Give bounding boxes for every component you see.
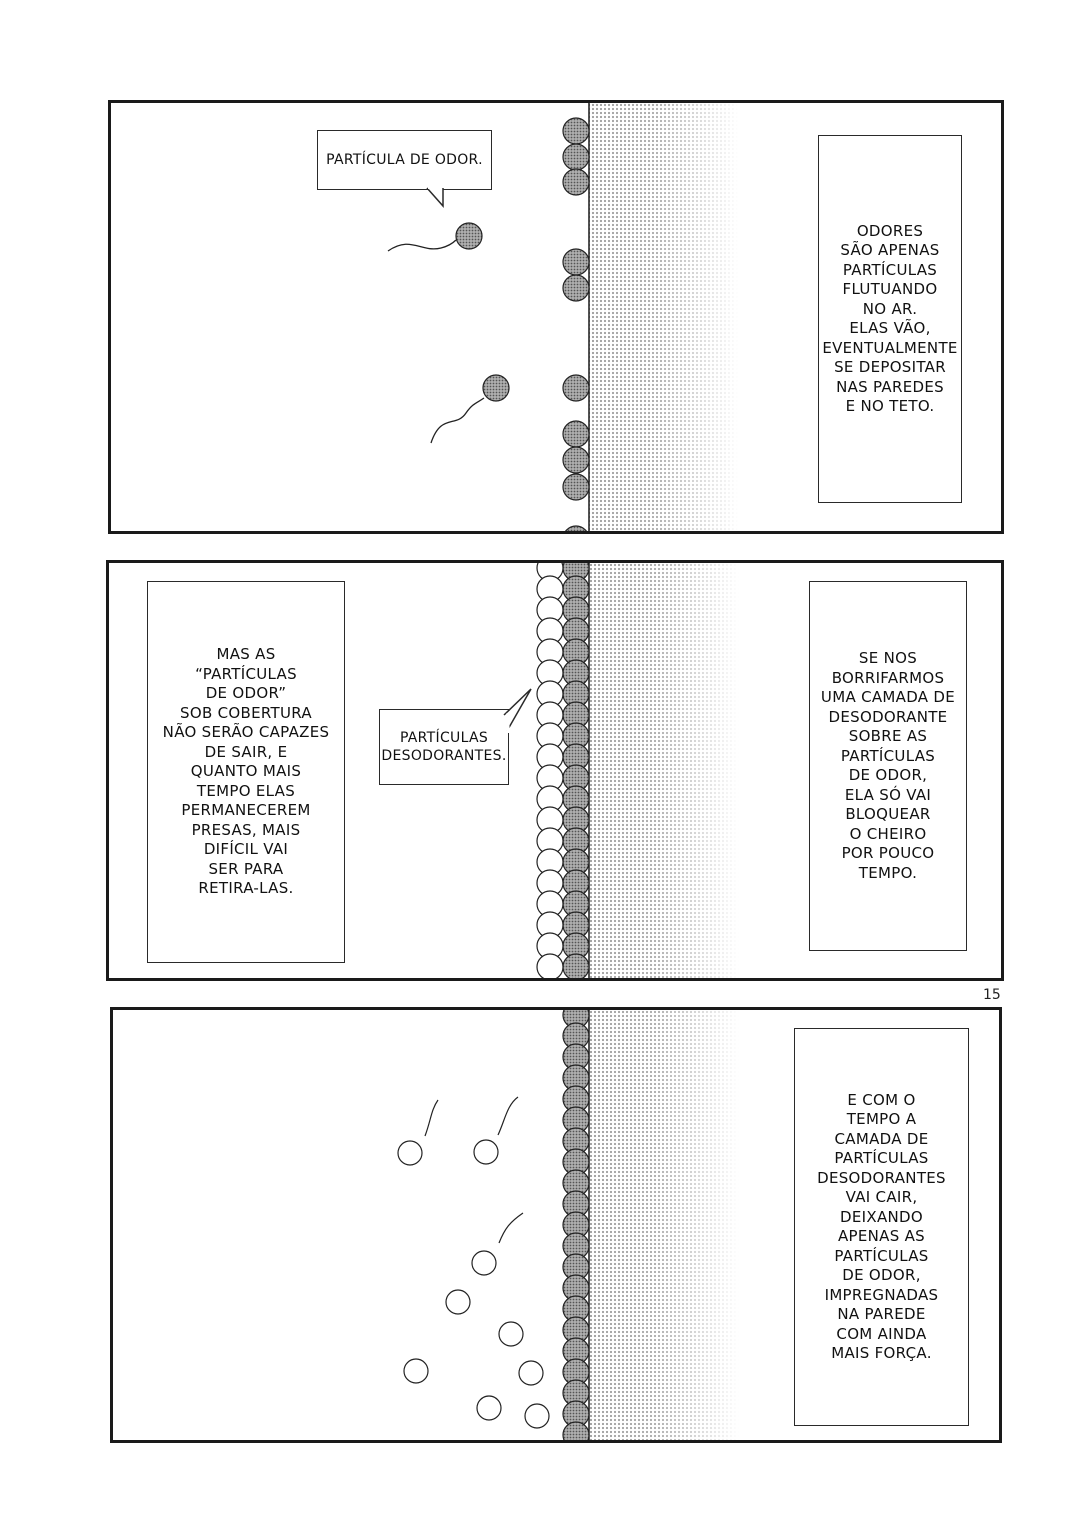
- falling-deodorant-particle: [473, 1139, 499, 1165]
- odor-particle: [562, 248, 590, 276]
- odor-particle: [562, 953, 590, 978]
- falling-deodorant-particle: [445, 1289, 471, 1315]
- falling-deodorant-particle: [471, 1250, 497, 1276]
- odor-particle: [562, 117, 590, 145]
- panel-1-art: [387, 103, 739, 531]
- page-number: 15: [983, 987, 1001, 1003]
- panel-2-art: [536, 563, 739, 978]
- odor-particle: [562, 374, 590, 402]
- odor-particle: [562, 168, 590, 196]
- wall-odor-particles: [562, 1010, 590, 1440]
- odor-particle: [562, 420, 590, 448]
- wall-odor-particles: [562, 563, 590, 978]
- narration-caption-box: E COM O TEMPO A CAMADA DE PARTÍCULAS DES…: [794, 1028, 969, 1426]
- falling-deodorant-particle: [476, 1395, 502, 1421]
- odor-particle: [562, 274, 590, 302]
- speech-bubble-text: PARTÍCULAS DESODORANTES.: [381, 730, 507, 764]
- floating-odor-particle: [430, 374, 510, 444]
- narration-caption-text: ODORES SÃO APENAS PARTÍCULAS FLUTUANDO N…: [822, 221, 958, 416]
- deodorant-particle: [536, 953, 564, 978]
- panel-1: PARTÍCULA DE ODOR. ODORES SÃO APENAS PAR…: [108, 100, 1004, 534]
- panel-3: E COM O TEMPO A CAMADA DE PARTÍCULAS DES…: [110, 1007, 1002, 1443]
- panel-3-art: [397, 1010, 739, 1440]
- speech-bubble-deodorant-particles: PARTÍCULAS DESODORANTES.: [379, 709, 509, 785]
- wall-odor-particles: [562, 117, 590, 531]
- falling-deodorant-particles: [397, 1096, 550, 1429]
- narration-caption-left-text: MAS AS “PARTÍCULAS DE ODOR” SOB COBERTUR…: [162, 645, 330, 898]
- speech-bubble-odor-particle: PARTÍCULA DE ODOR.: [317, 130, 492, 190]
- narration-caption-box: ODORES SÃO APENAS PARTÍCULAS FLUTUANDO N…: [818, 135, 962, 503]
- deodorant-particle-layer: [536, 563, 564, 978]
- falling-deodorant-particle: [524, 1403, 550, 1429]
- falling-deodorant-particle: [498, 1321, 524, 1347]
- speech-bubble-text: PARTÍCULA DE ODOR.: [326, 152, 483, 168]
- odor-particle: [562, 1421, 590, 1440]
- odor-particle: [562, 473, 590, 501]
- odor-particle: [565, 525, 587, 531]
- odor-particle: [562, 446, 590, 474]
- falling-deodorant-particle: [403, 1358, 429, 1384]
- floating-odor-particle: [387, 222, 483, 252]
- odor-particle: [562, 143, 590, 171]
- narration-caption-box-right: SE NOS BORRIFARMOS UMA CAMADA DE DESODOR…: [809, 581, 967, 951]
- narration-caption-right-text: SE NOS BORRIFARMOS UMA CAMADA DE DESODOR…: [820, 649, 956, 882]
- narration-caption-text: E COM O TEMPO A CAMADA DE PARTÍCULAS DES…: [817, 1090, 946, 1363]
- falling-deodorant-particle: [518, 1360, 544, 1386]
- falling-deodorant-particle: [397, 1140, 423, 1166]
- panel-2: MAS AS “PARTÍCULAS DE ODOR” SOB COBERTUR…: [106, 560, 1004, 981]
- narration-caption-box-left: MAS AS “PARTÍCULAS DE ODOR” SOB COBERTUR…: [147, 581, 345, 963]
